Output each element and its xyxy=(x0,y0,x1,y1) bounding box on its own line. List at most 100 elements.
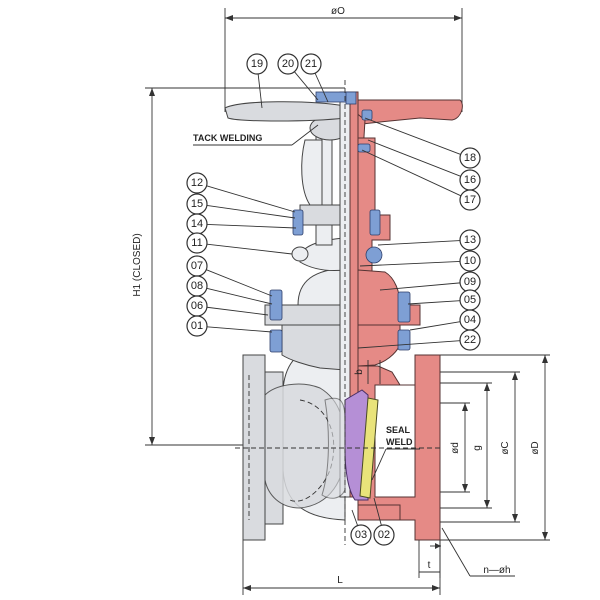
dimension-bolt-holes: n—øh xyxy=(441,527,515,577)
callout-leader xyxy=(257,73,263,109)
callout-leader xyxy=(206,243,293,255)
callout-leader xyxy=(294,71,319,101)
callout-circle xyxy=(186,232,208,254)
callout-number: 12 xyxy=(191,177,203,189)
callout-03: 03 xyxy=(350,509,372,546)
callout-06: 06 xyxy=(186,295,269,317)
callout-12: 12 xyxy=(186,172,296,213)
callout-07: 07 xyxy=(186,255,273,297)
callout-08: 08 xyxy=(186,275,273,305)
callout-circle xyxy=(459,189,481,211)
callout-number: 18 xyxy=(464,152,476,164)
callout-number: 21 xyxy=(305,58,317,70)
dimension-bolt-holes-label: n—øh xyxy=(483,565,510,576)
callout-leader xyxy=(206,204,296,219)
dimension-o: øO xyxy=(224,6,463,112)
callout-number: 13 xyxy=(464,234,476,246)
callout-01: 01 xyxy=(186,315,273,337)
callout-number: 22 xyxy=(464,334,476,346)
callout-leader xyxy=(206,326,273,333)
callout-number: 17 xyxy=(464,194,476,206)
callout-number: 20 xyxy=(282,58,294,70)
callout-16: 16 xyxy=(367,139,481,191)
valve-body-section xyxy=(357,137,441,541)
callout-leader xyxy=(206,306,269,316)
callout-number: 07 xyxy=(191,260,203,272)
callout-number: 19 xyxy=(251,58,263,70)
callout-leader xyxy=(379,282,461,291)
callout-leader xyxy=(206,223,297,229)
callout-circle xyxy=(459,250,481,272)
callout-number: 16 xyxy=(464,174,476,186)
callout-leader xyxy=(206,269,273,297)
bolts xyxy=(269,109,411,353)
callout-number: 02 xyxy=(378,529,390,541)
callout-number: 04 xyxy=(464,314,476,326)
callout-11: 11 xyxy=(186,232,293,255)
dimension-b-label: b xyxy=(354,369,365,375)
seal-weld-annotation: SEAL WELD xyxy=(371,425,420,481)
callout-leader xyxy=(206,185,296,213)
callout-number: 10 xyxy=(464,255,476,267)
dimension-big-d-label: øD xyxy=(530,441,541,454)
callout-18: 18 xyxy=(364,117,481,169)
callout-number: 09 xyxy=(464,276,476,288)
callout-15: 15 xyxy=(186,193,296,219)
callout-circle xyxy=(459,329,481,351)
dimension-flange-thickness: t xyxy=(418,540,441,578)
callout-circle xyxy=(459,229,481,251)
callouts: 19 20 21 18 16 17 12 15 14 11 13 10 07 09 08 05 06 04 01 22… xyxy=(186,53,481,546)
dimension-h1: H1 (CLOSED) xyxy=(132,87,345,446)
callout-13: 13 xyxy=(377,229,481,251)
callout-leader xyxy=(373,497,382,526)
callout-number: 11 xyxy=(191,237,202,249)
callout-circle xyxy=(350,524,372,546)
callout-17: 17 xyxy=(361,149,481,211)
callout-number: 03 xyxy=(355,529,367,541)
callout-leader xyxy=(361,149,462,197)
callout-leader xyxy=(314,72,329,103)
callout-circle xyxy=(186,315,208,337)
seat-ring xyxy=(359,397,379,499)
callout-21: 21 xyxy=(300,53,329,103)
callout-leader xyxy=(409,321,461,331)
tack-welding-label: TACK WELDING xyxy=(193,133,262,143)
callout-leader xyxy=(377,240,461,246)
callout-number: 05 xyxy=(464,294,476,306)
callout-number: 01 xyxy=(191,320,203,332)
seal-label: SEAL xyxy=(386,425,411,435)
handwheel xyxy=(224,99,463,171)
dimension-flange-diameters: ød g øC øD xyxy=(440,354,550,541)
callout-number: 06 xyxy=(191,300,203,312)
dimension-t-label: t xyxy=(428,560,431,571)
dimension-d-label: ød xyxy=(450,442,461,454)
callout-circle xyxy=(186,172,208,194)
callout-09: 09 xyxy=(379,271,481,293)
callout-19: 19 xyxy=(246,53,268,109)
callout-number: 15 xyxy=(191,198,203,210)
dimension-l: L xyxy=(242,540,441,595)
center-axis xyxy=(235,80,440,545)
callout-leader xyxy=(364,117,461,155)
callout-10: 10 xyxy=(359,250,481,272)
dimension-c-label: øC xyxy=(500,441,511,454)
callout-22: 22 xyxy=(357,329,481,351)
callout-14: 14 xyxy=(186,213,297,235)
callout-leader xyxy=(206,287,273,305)
callout-leader xyxy=(359,261,461,267)
callout-05: 05 xyxy=(407,289,481,311)
tack-welding-annotation: TACK WELDING xyxy=(193,124,319,146)
callout-leader xyxy=(407,300,461,305)
raised-face-marker: b xyxy=(354,360,381,384)
callout-number: 08 xyxy=(191,280,203,292)
callout-leader xyxy=(367,139,461,177)
dimension-o-label: øO xyxy=(331,6,345,17)
callout-number: 14 xyxy=(191,218,203,230)
callout-leader xyxy=(351,509,359,526)
dimension-g-label: g xyxy=(472,445,483,451)
weld-label: WELD xyxy=(386,437,413,447)
callout-circle xyxy=(277,53,299,75)
dimension-l-label: L xyxy=(337,575,343,586)
dimension-h1-label: H1 (CLOSED) xyxy=(132,233,143,296)
